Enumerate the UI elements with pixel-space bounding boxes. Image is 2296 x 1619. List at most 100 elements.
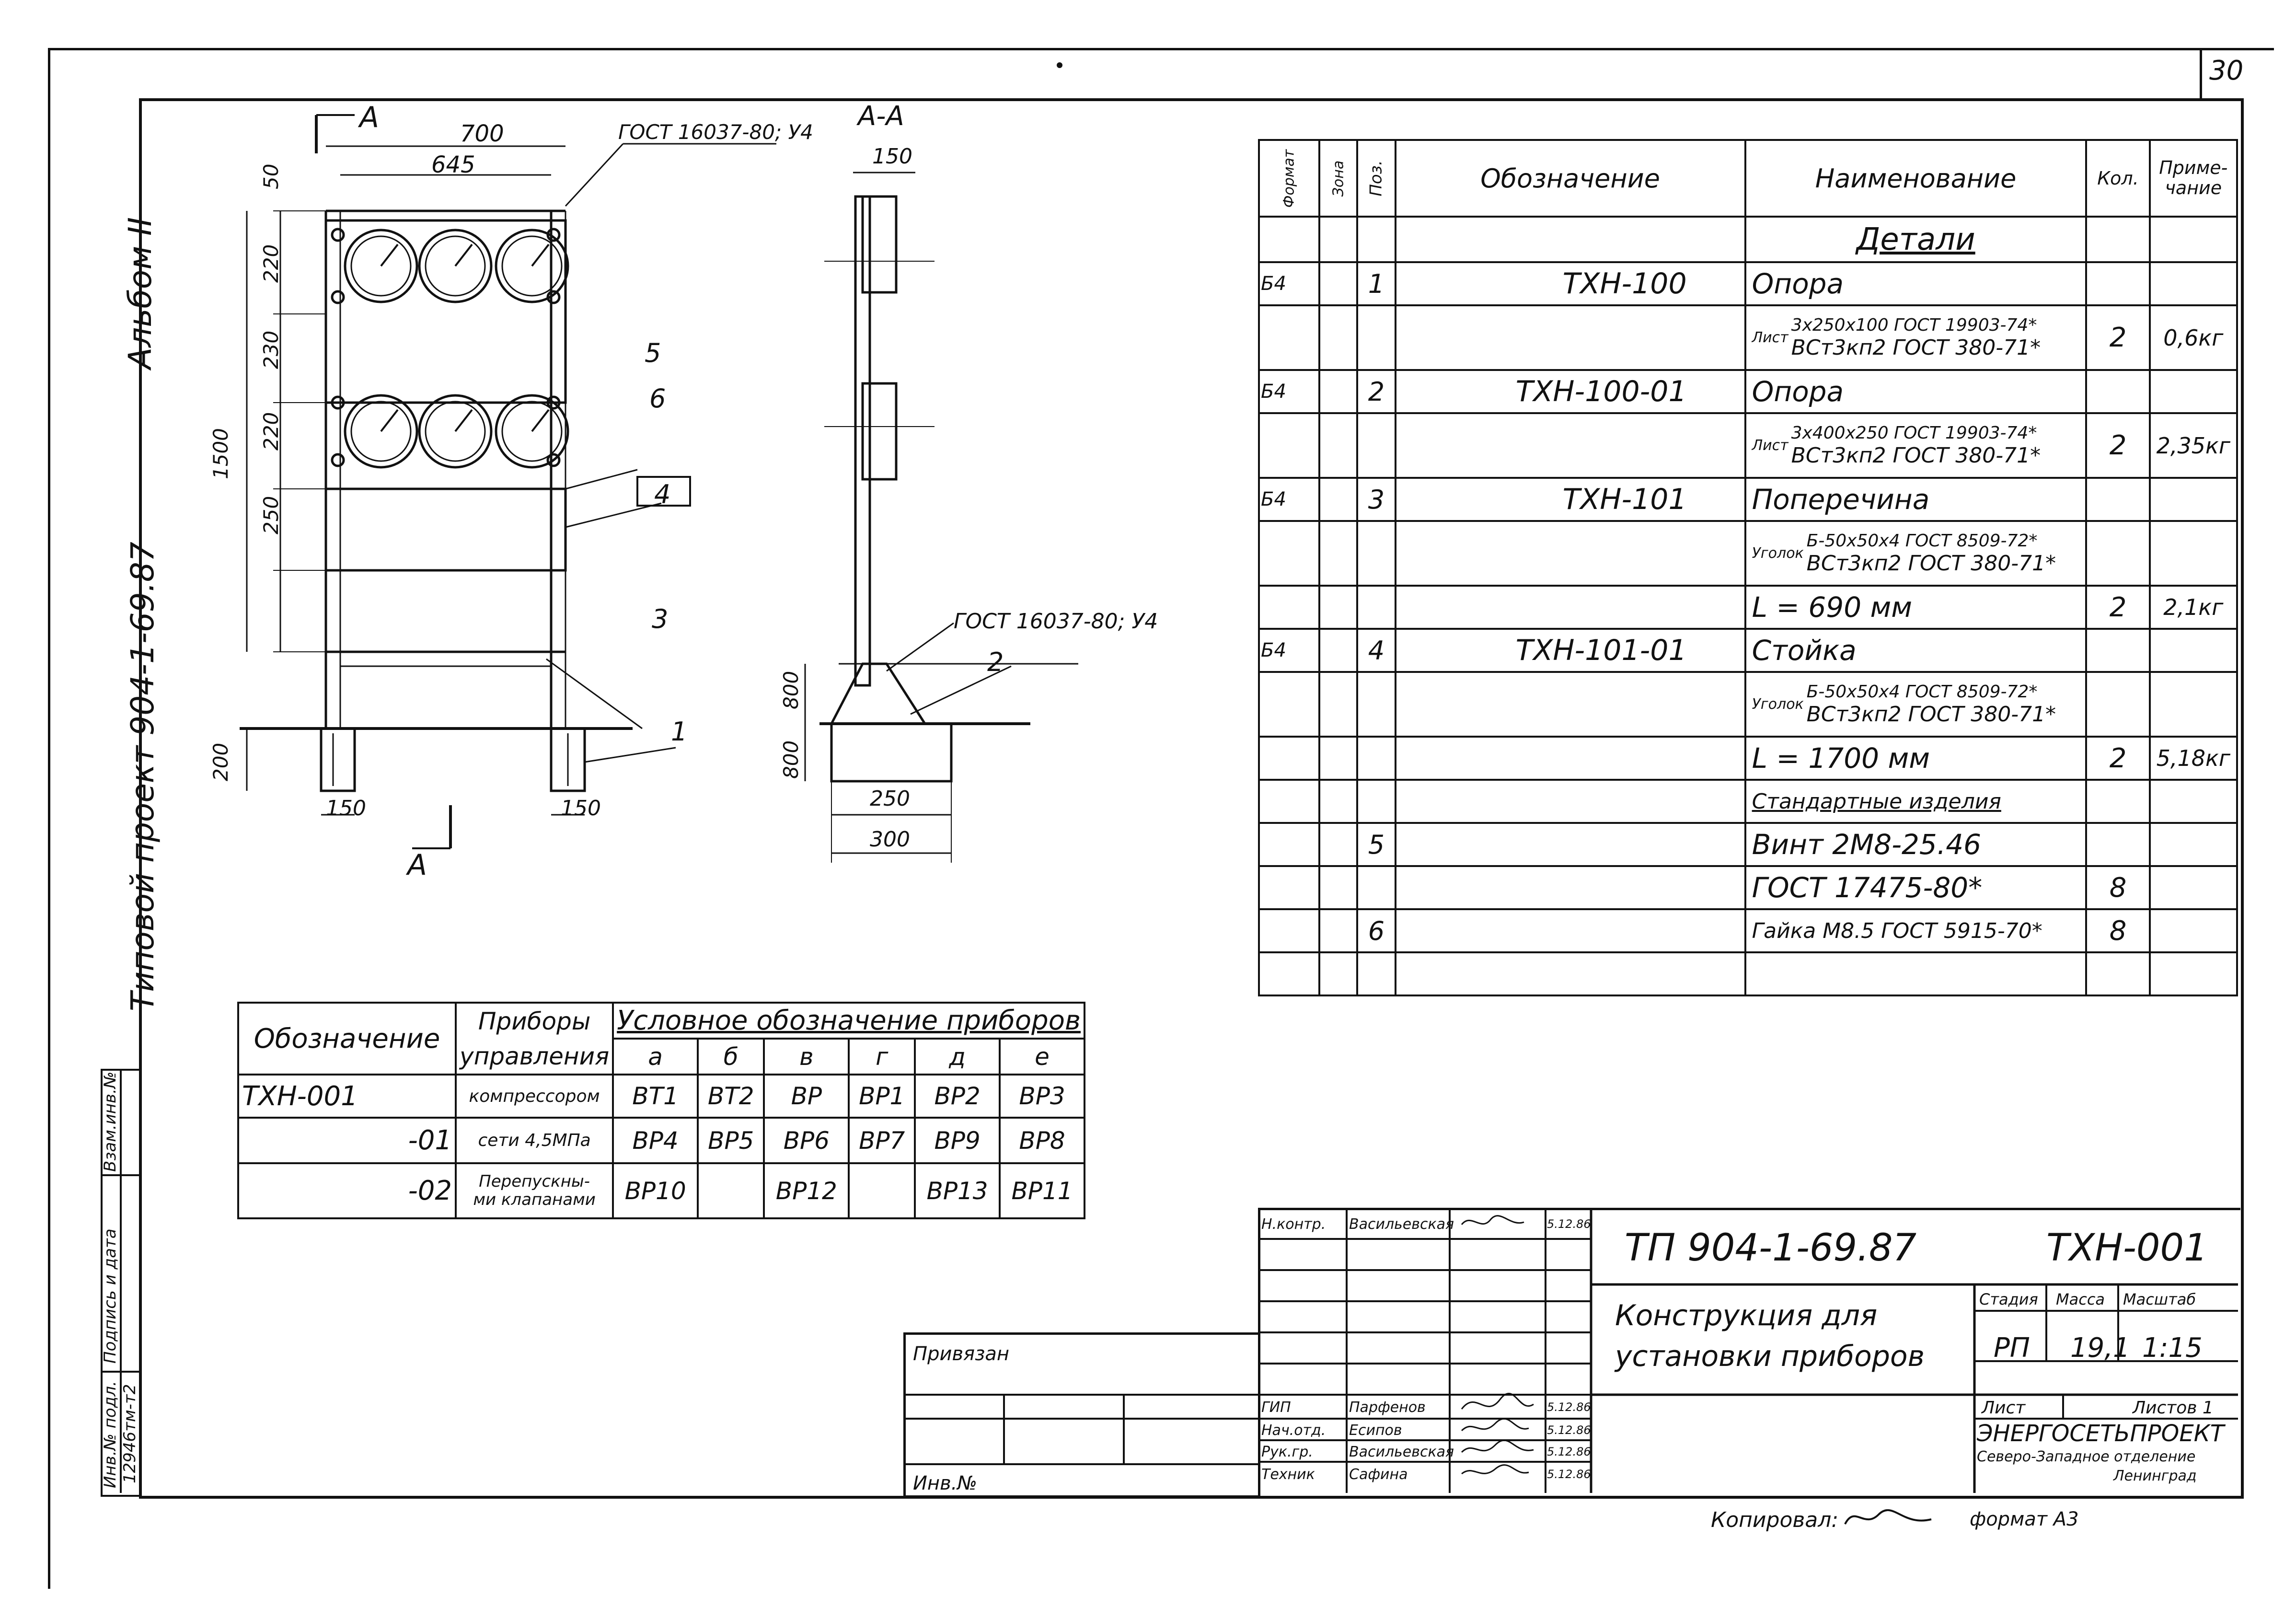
page-number-box	[2200, 48, 2240, 98]
spec-zone	[1318, 520, 1359, 587]
spec-qty: 2	[2085, 304, 2151, 371]
spec-format	[1258, 520, 1320, 587]
left-strip-divider	[120, 1069, 122, 1493]
spec-designation	[1394, 585, 1746, 630]
spec-note: 0,6кг	[2148, 304, 2238, 371]
copier-signature	[1844, 1509, 1932, 1525]
spec-pos	[1356, 779, 1396, 824]
sheet-label: Лист	[1982, 1398, 2026, 1418]
spec-format	[1258, 865, 1320, 910]
cond-val: ВР9	[914, 1117, 1001, 1164]
drawing-code: ТХН-001	[2046, 1226, 2208, 1270]
spec-note	[2148, 369, 2238, 414]
stage-label: Стадия	[1979, 1290, 2038, 1308]
side-dim-800b: 800	[779, 740, 803, 779]
spec-name: Опора	[1744, 261, 2088, 306]
spec-qty: 2	[2085, 412, 2151, 479]
cond-col-device-b: управления	[455, 1039, 614, 1075]
mass-value: 19,1	[2070, 1332, 2130, 1364]
spec-format: Б4	[1258, 369, 1320, 414]
spec-format	[1258, 908, 1320, 953]
cond-val: ВР2	[914, 1074, 1001, 1119]
spec-format	[1258, 779, 1320, 824]
cond-col-code: Обозначение	[237, 1002, 457, 1075]
dim-250: 250	[259, 496, 283, 534]
spec-designation	[1394, 520, 1746, 587]
inv-no-label: Инв.№	[913, 1472, 977, 1494]
cond-letter: е	[999, 1038, 1085, 1075]
dim-50: 50	[259, 163, 283, 189]
doc-code: ТП 904-1-69.87	[1625, 1226, 1917, 1270]
spec-note	[2148, 908, 2238, 953]
front-view-drawing	[240, 114, 776, 849]
spec-qty	[2085, 520, 2151, 587]
section-aa-title: А-А	[858, 101, 904, 132]
spec-note	[2148, 628, 2238, 673]
side-dim-250: 250	[870, 786, 910, 811]
org-city: Ленинград	[2113, 1468, 2197, 1484]
dim-220b: 220	[259, 412, 283, 451]
spec-name: ГОСТ 17475-80*	[1744, 865, 2088, 910]
spec-zone	[1318, 628, 1359, 673]
cond-letter: г	[848, 1038, 916, 1075]
spec-qty	[2085, 628, 2151, 673]
spec-name: Стойка	[1744, 628, 2088, 673]
spec-name-prefix: Лист	[1752, 329, 1788, 346]
cond-val: ВТ1	[612, 1074, 699, 1119]
cond-device: Перепускны- ми клапанами	[455, 1162, 614, 1219]
spec-name-prefix: Уголок	[1752, 544, 1804, 562]
spec-h-qty: Кол.	[2085, 139, 2151, 218]
scale-value: 1:15	[2142, 1332, 2203, 1364]
left-strip-sep2	[101, 1371, 139, 1373]
dim-220a: 220	[259, 244, 283, 283]
callout-5: 5	[645, 338, 661, 368]
spec-format	[1258, 671, 1320, 738]
org-name: ЭНЕРГОСЕТЬПРОЕКТ	[1977, 1420, 2225, 1447]
spec-format: Б4	[1258, 261, 1320, 306]
podpis-label: Подпись и дата	[101, 1228, 120, 1364]
signature-marks	[1461, 1215, 1534, 1475]
spec-qty: 8	[2085, 865, 2151, 910]
cond-letter: в	[763, 1038, 850, 1075]
spec-qty	[2085, 477, 2151, 522]
spec-pos	[1356, 671, 1396, 738]
cond-val: ВР3	[999, 1074, 1085, 1119]
spec-name: L = 1700 мм	[1744, 736, 2088, 781]
spec-designation	[1394, 412, 1746, 479]
side-weld-note: ГОСТ 16037-80; У4	[954, 609, 1158, 634]
spec-name-line2: ВСт3кп2 ГОСТ 380-71*	[1806, 702, 2056, 727]
spec-format	[1258, 304, 1320, 371]
privyazan-grid	[903, 1394, 1258, 1465]
spec-zone	[1318, 261, 1359, 306]
privyazan-label: Привязан	[913, 1343, 1010, 1365]
spec-designation: ТХН-101	[1394, 477, 1746, 522]
spec-designation	[1394, 779, 1746, 824]
spec-designation	[1394, 908, 1746, 953]
stage-value: РП	[1994, 1332, 2030, 1364]
cond-device: компрессором	[455, 1074, 614, 1119]
spec-designation	[1394, 736, 1746, 781]
section-mark-top: А	[359, 101, 380, 134]
spec-zone	[1318, 369, 1359, 414]
conditional-table: Обозначение Приборы Условное обозначение…	[237, 1002, 1085, 1219]
spec-h-format-text: Формат	[1281, 149, 1298, 208]
table-row: Стандартные изделия	[1258, 779, 2238, 824]
spec-note: 5,18кг	[2148, 736, 2238, 781]
cond-val	[697, 1162, 765, 1219]
mass-label: Масса	[2056, 1290, 2105, 1308]
org-division: Северо-Западное отделение	[1977, 1448, 2196, 1465]
spec-name-line1: Б-50х50х4 ГОСТ 8509-72*	[1806, 531, 2038, 551]
spec-zone	[1318, 304, 1359, 371]
top-dot	[1057, 62, 1062, 68]
cond-letter: а	[612, 1038, 699, 1075]
privyazan-block	[903, 1332, 1260, 1498]
spec-format: Б4	[1258, 477, 1320, 522]
